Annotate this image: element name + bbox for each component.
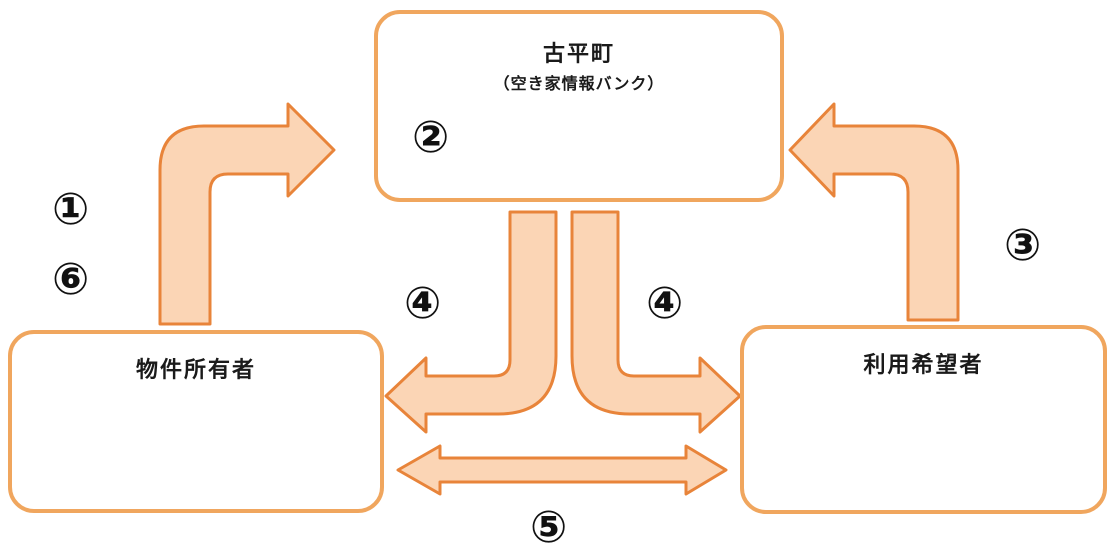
owner-box: 物件所有者 bbox=[8, 330, 384, 513]
arrow-owner-to-town bbox=[158, 102, 336, 326]
step-1-label: ① bbox=[52, 184, 90, 235]
step-4-left-label: ④ bbox=[404, 278, 442, 329]
arrow-user-to-town bbox=[788, 102, 960, 322]
user-title: 利用希望者 bbox=[863, 353, 984, 378]
town-box: 古平町 （空き家情報バンク） bbox=[374, 10, 784, 202]
step-5-label: ⑤ bbox=[530, 502, 568, 553]
town-subtitle: （空き家情報バンク） bbox=[493, 74, 665, 93]
owner-title: 物件所有者 bbox=[135, 358, 256, 383]
arrow-town-to-user bbox=[570, 210, 742, 434]
arrow-owner-user-bidirectional bbox=[396, 444, 728, 496]
arrow-town-to-owner bbox=[384, 210, 558, 434]
step-6-label: ⑥ bbox=[52, 254, 90, 305]
step-4-right-label: ④ bbox=[646, 278, 684, 329]
step-2-label: ② bbox=[412, 112, 450, 163]
step-3-label: ③ bbox=[1004, 220, 1042, 271]
user-box: 利用希望者 bbox=[740, 325, 1107, 514]
town-title: 古平町 bbox=[542, 42, 615, 67]
